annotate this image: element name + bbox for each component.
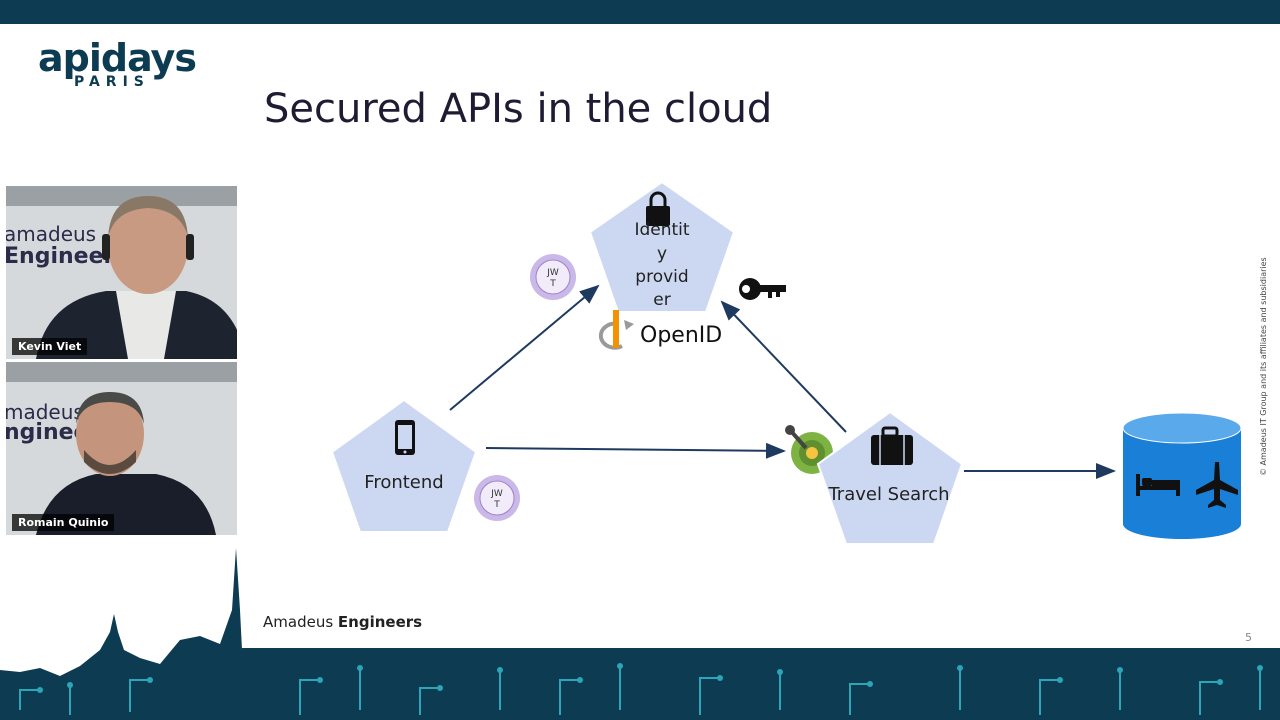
briefcase-icon [871,426,913,465]
jwt-badge: JW T [530,254,576,300]
logo-main-text: apidays [38,36,197,80]
footer-brand-bold: Engineers [337,613,423,631]
openid-label: OpenID [640,323,722,348]
jwt-badge-text: JW [490,489,503,499]
ceiling [6,362,237,382]
arrow-frontend-to-travel-search [485,442,786,459]
footer-brand-light: Amadeus [263,613,334,631]
identity-provider-label-line: y [657,244,667,264]
participant-video-1[interactable]: amadeus Engineers Kevin Viet [6,186,237,359]
frontend-label: Frontend [364,472,443,493]
logo-sub-text: PARIS [74,74,150,90]
copyright-text: © Amadeus IT Group and its affiliates an… [1259,257,1268,476]
jwt-badge: JW T [474,475,520,521]
copyright-notice: © Amadeus IT Group and its affiliates an… [1259,238,1273,478]
participant-name: Romain Quinio [12,514,115,531]
jwt-badge-text: JW [546,268,559,278]
top-bar [0,0,1280,24]
travel-search-label: Travel Search [827,484,949,505]
identity-provider-label-line: er [653,290,670,310]
airplane-icon [1196,462,1238,508]
key-icon [739,278,786,300]
page-number: 5 [1245,631,1252,644]
ceiling [6,186,237,206]
identity-provider-label-line: provid [635,267,688,287]
city-skyline-decoration [0,548,1280,720]
jwt-badge-text: T [549,279,556,289]
jwt-badge-text: T [493,500,500,510]
participant-name: Kevin Viet [12,338,88,355]
arrow-frontend-to-idp [449,284,600,411]
background-brand-text: amadeus [6,222,97,246]
travel-search-node [816,410,964,545]
person-silhouette [36,196,237,359]
lock-icon [646,191,670,226]
background-brand-text: madeus [6,400,84,424]
identity-provider-node [588,180,736,313]
openid-icon [598,310,634,350]
database-icon [1122,412,1242,539]
arrow-travel-search-to-idp [720,300,847,433]
frontend-node [330,398,478,533]
participant-video-2[interactable]: madeus ngineers Romain Quinio [6,362,237,535]
slide-title: Secured APIs in the cloud [264,86,773,132]
bed-icon [1136,474,1180,496]
apidays-logo: apidays PARIS [38,36,198,92]
identity-provider-label-line: Identit [634,220,689,240]
smartphone-icon [395,420,415,455]
footer-brand: Amadeus Engineers [263,613,422,631]
